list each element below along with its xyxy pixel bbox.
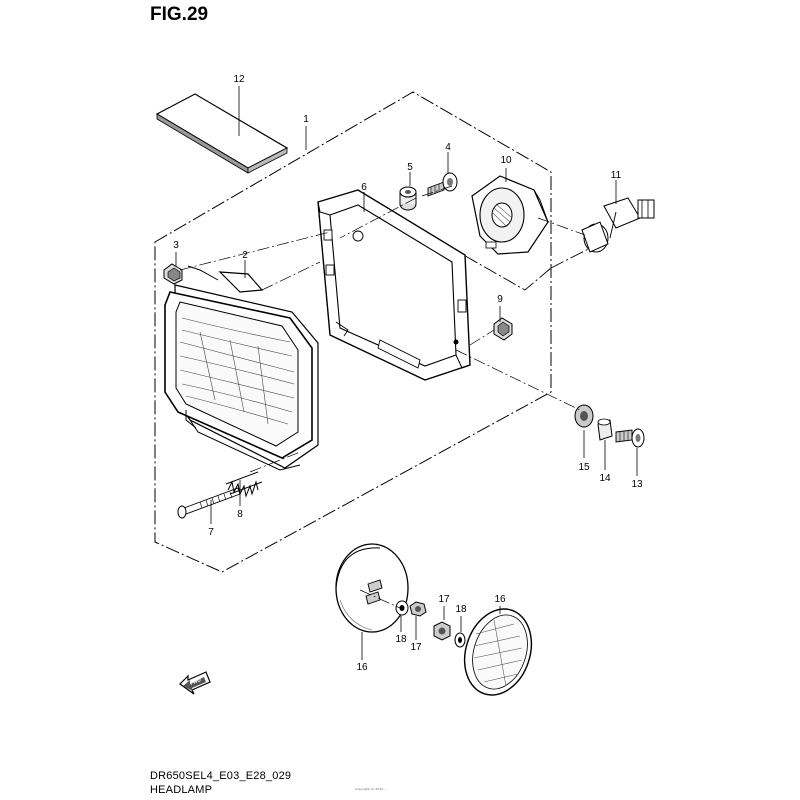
diagram-caption: HEADLAMP — [150, 784, 213, 796]
callout-7: 7 — [208, 527, 214, 538]
spring-8-part — [225, 471, 263, 498]
cover-area-boundary — [445, 244, 552, 291]
callout-11: 11 — [611, 170, 622, 181]
leader-lines — [175, 86, 638, 660]
headlamp-unit-part — [164, 265, 319, 471]
headlamp-bracket-part — [317, 189, 471, 381]
nut-17b-part — [433, 621, 451, 641]
callout-14: 14 — [599, 473, 611, 484]
nut-17a-part — [409, 601, 427, 617]
callout-3: 3 — [173, 240, 179, 251]
adjust-screw-7-part — [177, 487, 241, 519]
lens-16-part — [463, 608, 533, 696]
clip-nut-3-part — [163, 263, 183, 285]
label-sticker-part — [155, 93, 289, 174]
callout-12: 12 — [233, 74, 245, 85]
socket-cover-part — [471, 175, 549, 255]
callout-18a: 18 — [455, 604, 467, 615]
callout-16a: 16 — [356, 662, 368, 673]
callout-6: 6 — [361, 182, 367, 193]
washer-18b-part — [454, 632, 466, 648]
callout-9: 9 — [497, 294, 503, 305]
callout-15: 15 — [578, 462, 590, 473]
callout-5: 5 — [407, 162, 413, 173]
model-code: DR650SEL4_E03_E28_029 — [150, 770, 292, 782]
callout-13: 13 — [631, 479, 643, 490]
clip-nut-9-part — [493, 317, 513, 341]
callout-18b: 18 — [395, 634, 407, 645]
copyright-text: Copyright (c) 2014 ... — [355, 787, 388, 791]
fwd-label: FWD — [189, 677, 202, 687]
callout-1: 1 — [303, 114, 309, 125]
bolt-13-part — [615, 428, 645, 448]
assembly-boundary — [154, 91, 552, 573]
callout-10: 10 — [500, 155, 512, 166]
reflector-back-16-part — [335, 543, 409, 633]
grommet-15-part — [574, 404, 594, 428]
callout-17a: 17 — [438, 594, 450, 605]
callout-4: 4 — [445, 142, 451, 153]
washer-18a-part — [395, 600, 409, 616]
callout-8: 8 — [237, 509, 243, 520]
collar-14-part — [597, 418, 613, 441]
figure-title: FIG.29 — [150, 4, 209, 25]
grommet-5-part — [399, 186, 417, 211]
callout-17b: 17 — [410, 642, 422, 653]
callouts: 12 1 4 10 5 11 6 3 2 9 15 14 13 8 7 17 1… — [173, 74, 643, 673]
assembly-lines — [179, 185, 586, 609]
fwd-arrow-icon: FWD — [179, 671, 211, 695]
callout-2: 2 — [242, 250, 248, 261]
bulb-part — [581, 197, 655, 253]
callout-16b: 16 — [494, 594, 506, 605]
